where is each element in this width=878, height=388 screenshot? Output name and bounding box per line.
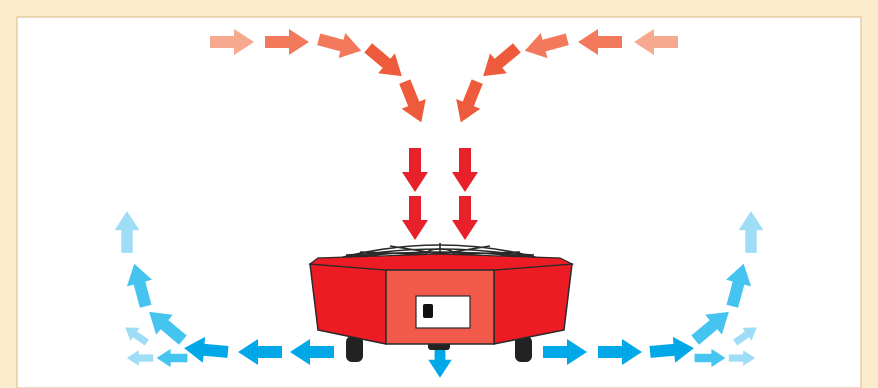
power-switch [423,304,433,318]
wheel-left [346,336,363,362]
